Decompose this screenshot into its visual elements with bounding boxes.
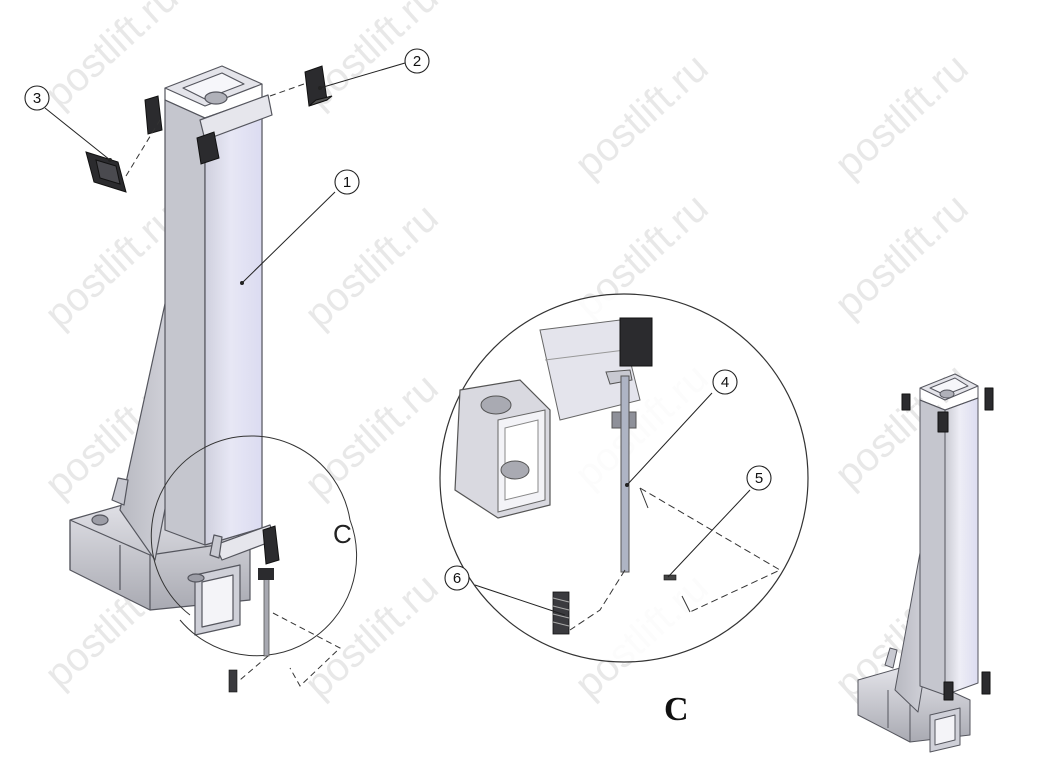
assembly-lines [125, 83, 305, 177]
callout-leaders [44, 62, 751, 616]
callout-1: 1 [334, 169, 360, 195]
callout-dots [108, 86, 629, 487]
spring-part-6 [552, 591, 570, 635]
svg-text:5: 5 [755, 470, 763, 487]
callout-2: 2 [404, 48, 430, 74]
top-bracket [199, 94, 273, 141]
main-post [164, 99, 206, 546]
detail-circle-small [150, 435, 358, 693]
cap-lower-bracket [262, 525, 280, 565]
watermark: postlift.ru [297, 565, 447, 706]
watermark: postlift.ru [827, 185, 977, 326]
svg-text:4: 4 [721, 374, 729, 391]
callout-6: 6 [444, 565, 470, 591]
view-label-small: C [333, 519, 352, 549]
callout-3: 3 [24, 85, 50, 111]
watermark: postlift.ru [297, 365, 447, 506]
cap-top-front [196, 131, 220, 165]
view-label-large: C [664, 691, 689, 728]
watermark: postlift.ru [567, 45, 717, 186]
svg-text:1: 1 [343, 174, 351, 191]
assembled-post-view [857, 373, 994, 753]
callout-5: 5 [746, 465, 772, 491]
spring-small [228, 669, 238, 693]
watermark: postlift.ru [297, 195, 447, 336]
callout-4: 4 [712, 369, 738, 395]
svg-text:3: 3 [33, 90, 41, 107]
watermark: postlift.ru [37, 0, 187, 117]
plastic-caps [85, 65, 333, 565]
svg-text:2: 2 [413, 53, 421, 70]
pin-rod-small [263, 577, 270, 657]
svg-text:6: 6 [453, 570, 461, 587]
main-post-assembly [69, 65, 276, 636]
watermark: postlift.ru [827, 45, 977, 186]
screw-part-5 [663, 574, 677, 581]
cap-top-left [144, 95, 163, 135]
